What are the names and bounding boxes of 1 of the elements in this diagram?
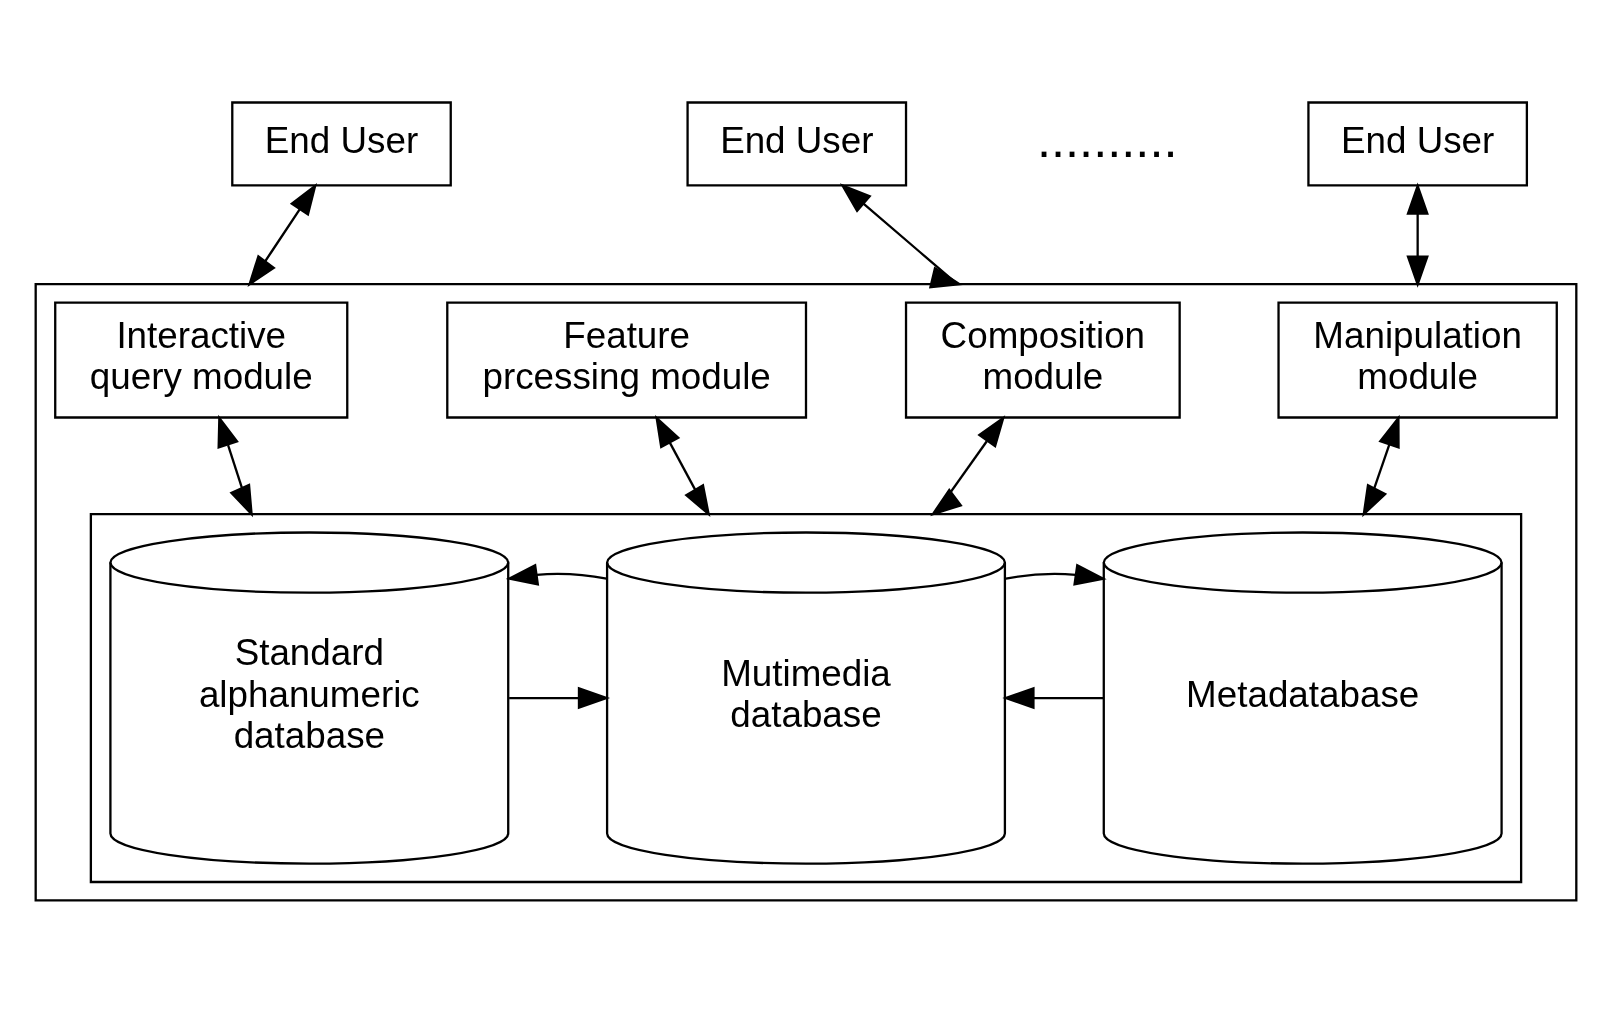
label: .......... [1036,110,1178,168]
